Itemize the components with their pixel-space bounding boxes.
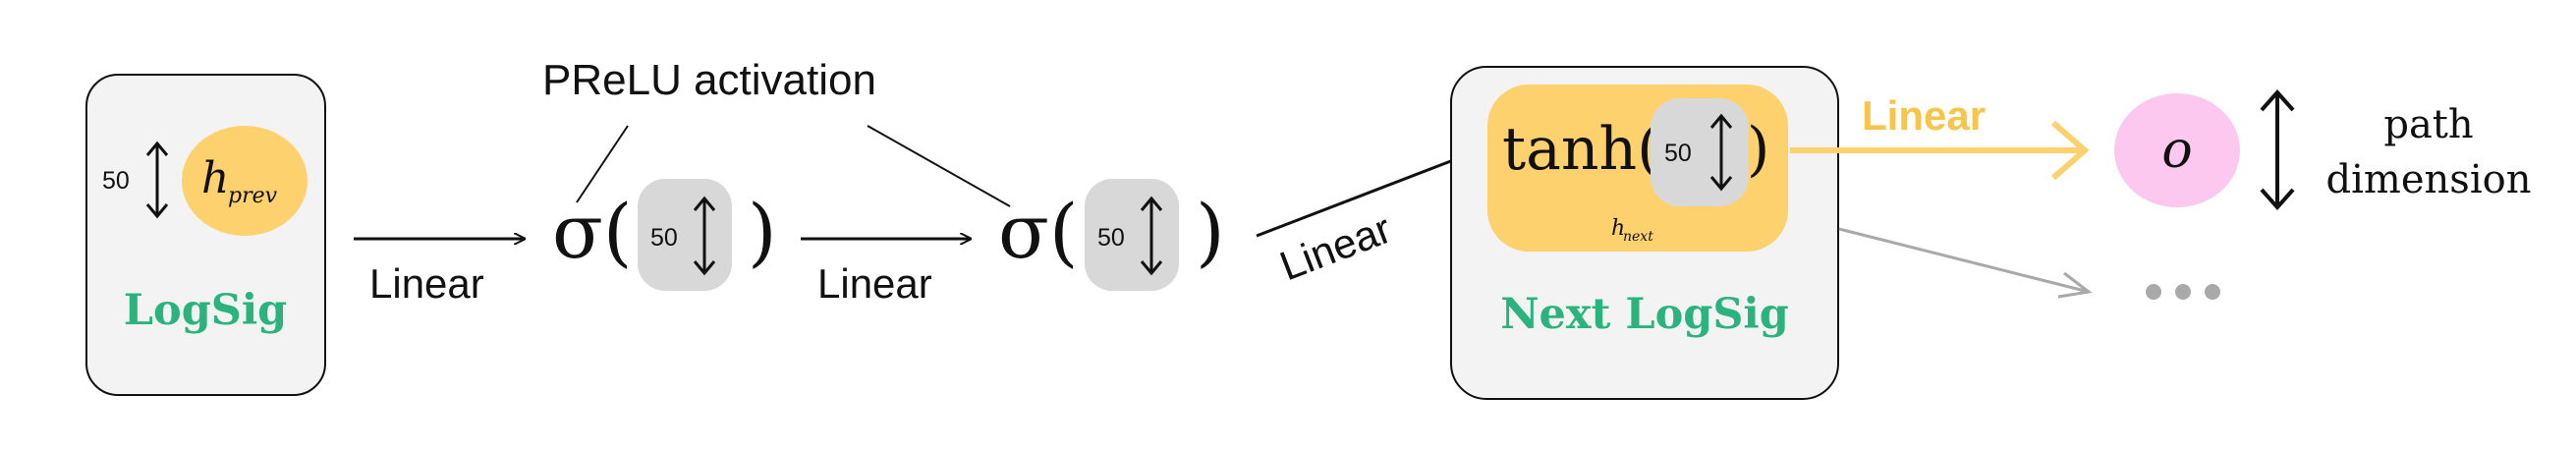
h-next-label: h [1611,216,1625,241]
tanh-dim: 50 [1664,140,1692,167]
sigma-open-1: σ( [552,188,633,275]
linear-label-4: Linear [1862,92,1986,139]
dim-arrow-icon [145,141,169,219]
tanh-open: tanh( [1502,115,1660,184]
ellipsis-icon [2146,284,2220,300]
h-prev-node [182,126,308,236]
dim-arrow-icon [693,196,716,276]
output-node: o [2114,93,2240,207]
prelu-label: PReLU activation [542,56,876,104]
path-label-1: path [2383,102,2473,147]
logsig-box: h prev 50 LogSig [85,74,326,396]
h-prev-label: h [201,153,229,203]
sigma-node-1: σ( 50 ) [552,179,777,291]
h-prev-subscript: prev [228,184,278,208]
h-next-subscript: next [1623,229,1653,245]
arrow-continuation [1838,227,2093,299]
tanh-close: ) [1747,115,1769,184]
linear-label-3: Linear [1273,205,1397,290]
prelu-leader-2 [867,125,1011,207]
next-logsig-label: Next LogSig [1500,290,1789,339]
sigma-dim-2: 50 [1097,224,1125,252]
dim-label: 50 [102,167,130,195]
output-symbol: o [2161,121,2192,180]
prelu-leader-1 [576,125,629,203]
path-dimension-arrow-icon [2260,88,2295,211]
next-logsig-box: tanh( 50 ) h next Next LogSig [1450,66,1839,400]
logsig-label: LogSig [124,286,287,335]
sigma-node-2: σ( 50 ) [998,179,1225,291]
sigma-dim-1: 50 [650,224,678,252]
linear-label-1: Linear [369,260,484,307]
arrow-linear-3 [1256,147,1486,238]
dim-arrow-icon [1140,196,1163,276]
sigma-open-2: σ( [998,188,1079,275]
dim-arrow-icon [1709,113,1733,192]
sigma-close-2: ) [1196,188,1225,275]
sigma-close-1: ) [748,188,777,275]
linear-label-2: Linear [817,260,932,307]
arrow-linear-4 [1790,120,2090,181]
path-label-2: dimension [2326,157,2532,202]
